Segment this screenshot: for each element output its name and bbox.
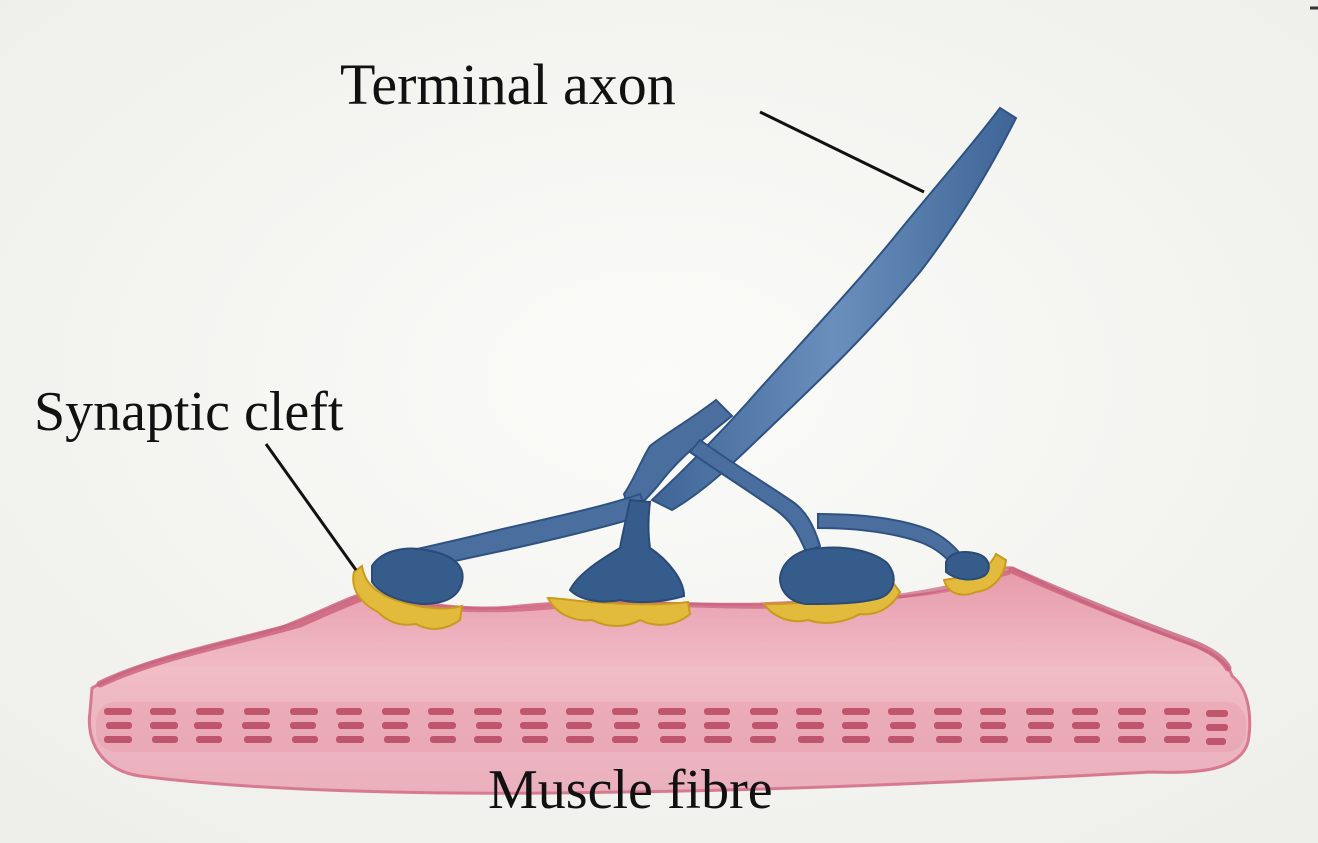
axon-terminal-bulb-3 [780,548,894,604]
muscle-fibre-label: Muscle fibre [488,762,773,818]
axon-terminal-bulb-4 [946,552,989,579]
muscle-striations [96,702,1246,752]
terminal-axon-label: Terminal axon [340,56,676,114]
synaptic-cleft-label: Synaptic cleft [34,384,343,440]
